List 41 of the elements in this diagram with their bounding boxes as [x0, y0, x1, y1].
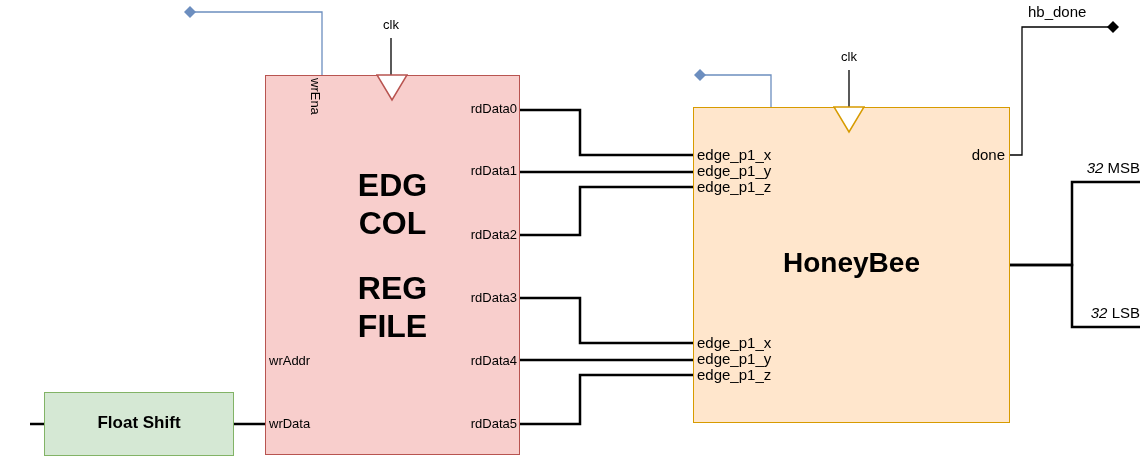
port-label: wrData — [269, 417, 311, 432]
port-label: rdData1 — [470, 164, 517, 179]
wire — [184, 6, 323, 76]
wire — [234, 422, 265, 426]
register-file-block — [265, 75, 520, 455]
port-label: edge_p1_y — [697, 163, 772, 180]
port-label: rdData0 — [470, 102, 517, 117]
port-label: rdData4 — [470, 354, 517, 369]
port-label: wrAddr — [269, 354, 311, 369]
block-title: HoneyBee — [782, 248, 921, 279]
process-box — [44, 392, 234, 456]
wire — [848, 69, 850, 108]
port-label: edge_p1_z — [697, 367, 772, 384]
wire — [390, 37, 392, 76]
wire — [1010, 263, 1140, 329]
port-label: edge_p1_z — [697, 179, 772, 196]
port-label: rdData3 — [470, 291, 517, 306]
port-label: done — [971, 147, 1005, 164]
wire — [520, 108, 693, 157]
bus-width-label: 32 MSB — [1086, 160, 1140, 177]
port-label: rdData5 — [470, 417, 517, 432]
port-label: rdData2 — [470, 228, 517, 243]
bus-width-label: 32 LSB — [1090, 305, 1140, 322]
port-label: edge_p1_x — [697, 335, 772, 352]
wire — [520, 358, 693, 362]
port-label: wrEna — [308, 78, 323, 115]
wire — [520, 296, 693, 345]
wire — [1009, 21, 1119, 156]
wire — [520, 373, 693, 426]
wire — [520, 170, 693, 174]
wire — [694, 69, 772, 108]
module-block — [693, 107, 1010, 423]
signal-label: hb_done — [1028, 3, 1087, 20]
port-label: edge_p1_y — [697, 351, 772, 368]
wire — [520, 185, 693, 237]
block-title: REG FILE — [356, 269, 429, 346]
block-title: EDG COL — [356, 166, 429, 243]
signal-label: clk — [382, 18, 400, 33]
block-title: Float Shift — [96, 414, 182, 433]
port-label: edge_p1_x — [697, 147, 772, 164]
signal-label: clk — [840, 50, 858, 65]
